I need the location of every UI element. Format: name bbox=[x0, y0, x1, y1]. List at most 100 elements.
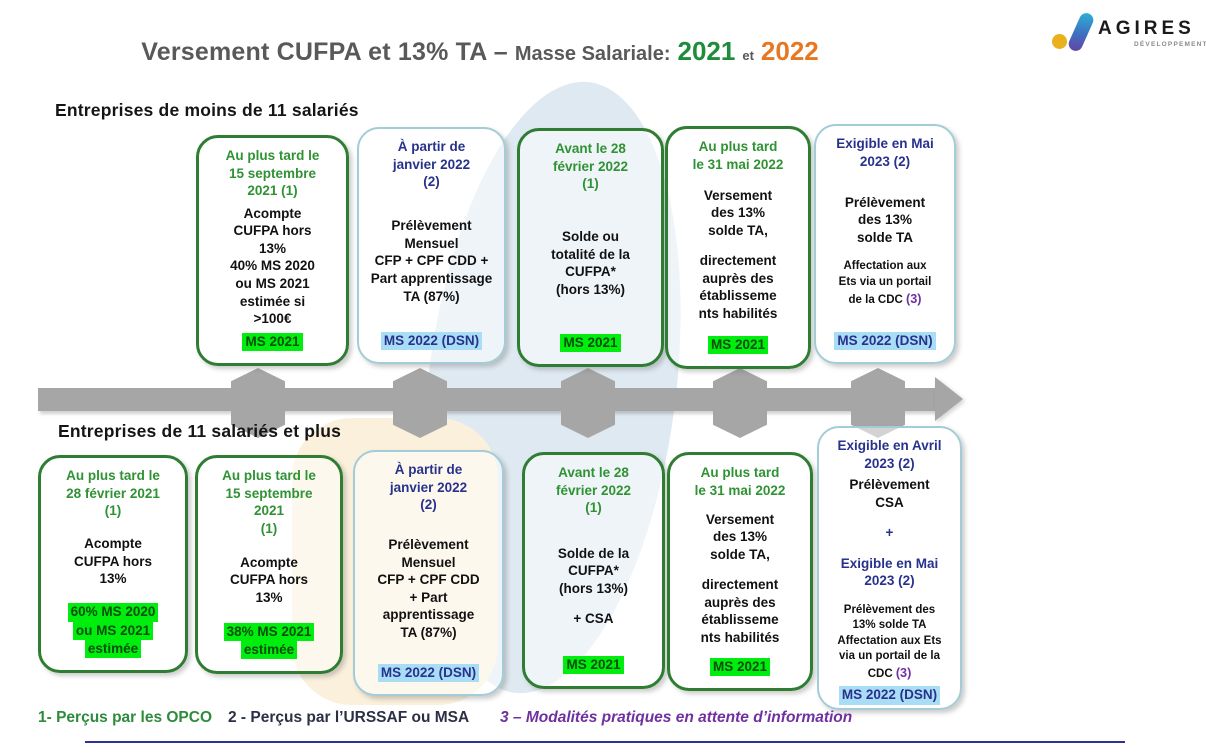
card-text-block: Solde de la CUFPA* (hors 13%) bbox=[557, 545, 630, 596]
card-body: Prélèvement CSA + Exigible en Mai 2023 (2)… bbox=[817, 472, 962, 686]
footnote-reference: (3) bbox=[906, 291, 922, 306]
card-body: Acompte CUFPA hors 13% bbox=[39, 520, 187, 604]
section-heading-11-plus: Entreprises de 11 salariés et plus bbox=[58, 421, 342, 441]
card-text-block: Prélèvement Mensuel CFP + CPF CDD + Part… bbox=[370, 218, 493, 304]
agires-logo: AGIRES DÉVELOPPEMENT bbox=[1046, 8, 1206, 58]
card-body: Versement des 13% solde TA, directement a… bbox=[668, 499, 812, 658]
card-deadline-header: Au plus tard le 31 mai 2022 bbox=[692, 139, 784, 172]
card-deadline-header: Avant le 28 février 2022 (1) bbox=[555, 465, 632, 516]
card-deadline-header: À partir de janvier 2022 (2) bbox=[392, 139, 471, 190]
title-main: Versement CUFPA et 13% TA – bbox=[141, 38, 508, 66]
timeline-connector bbox=[561, 368, 615, 438]
card-body: Prélèvement des 13% solde TA Affectation … bbox=[814, 170, 956, 332]
timeline-connector bbox=[393, 368, 447, 438]
card-text-block: directement auprès des établisseme nts h… bbox=[698, 253, 778, 321]
ms-badge-line: MS 2021 bbox=[560, 333, 621, 352]
ms-badge: MS 2021 bbox=[707, 335, 769, 354]
card-under11-5: Exigible en Mai 2023 (2)Prélèvement des … bbox=[814, 124, 956, 364]
ms-badge-line: estimée bbox=[240, 640, 298, 659]
bottom-divider bbox=[85, 741, 1125, 743]
ms-badge-line: 60% MS 2020 bbox=[67, 603, 159, 622]
card-under11-2: À partir de janvier 2022 (2) Prélèvement … bbox=[357, 127, 506, 364]
logo-swoosh-icon bbox=[1066, 10, 1096, 54]
ms-badge-line: MS 2021 bbox=[709, 657, 771, 676]
card-deadline-header: Au plus tard le 31 mai 2022 bbox=[694, 465, 786, 498]
footnote-urssaf: 2 - Perçus par l’URSSAF ou MSA bbox=[228, 709, 470, 726]
ms-badge-line: MS 2021 bbox=[242, 332, 303, 351]
card-text-block: Versement des 13% solde TA, bbox=[705, 511, 775, 562]
card-text-block: Prélèvement Mensuel CFP + CPF CDD + Part… bbox=[377, 537, 480, 640]
ms-badge-line: estimée bbox=[84, 639, 142, 658]
card-text-block: Affectation aux Ets via un portail de la… bbox=[838, 260, 932, 306]
page-title: Versement CUFPA et 13% TA – Masse Salari… bbox=[90, 36, 870, 67]
card-text-block: + CSA bbox=[573, 611, 614, 627]
card-text-block: + bbox=[885, 525, 894, 541]
ms-badge-line: 38% MS 2021 bbox=[223, 622, 315, 641]
ms-badge: MS 2022 (DSN) bbox=[838, 686, 941, 705]
card-body: Solde de la CUFPA* (hors 13%) + CSA bbox=[523, 517, 664, 656]
card-text-block: Acompte CUFPA hors 13% bbox=[73, 536, 152, 587]
card-deadline-header: Au plus tard le 15 septembre 2021 (1) bbox=[222, 468, 316, 536]
ms-badge-line: MS 2022 (DSN) bbox=[834, 331, 936, 350]
card-text-block: Exigible en Mai 2023 (2) bbox=[840, 555, 939, 589]
ms-badge-line: MS 2021 bbox=[563, 655, 624, 674]
card-body: Acompte CUFPA hors 13% 40% MS 2020 ou MS… bbox=[197, 200, 348, 333]
ms-badge-line: MS 2022 (DSN) bbox=[380, 331, 483, 350]
card-text-block: Versement des 13% solde TA, bbox=[703, 187, 773, 238]
card-under11-1: Au plus tard le 15 septembre 2021 (1) Aco… bbox=[196, 135, 349, 366]
card-under11-3: Avant le 28 février 2022 (1) Solde ou tot… bbox=[517, 128, 664, 367]
title-year-2021: 2021 bbox=[677, 36, 736, 66]
timeline-bar bbox=[38, 388, 935, 411]
card-text-block: directement auprès des établisseme nts h… bbox=[700, 577, 780, 645]
card-body: Versement des 13% solde TA, directement a… bbox=[666, 173, 810, 336]
logo-name: AGIRES bbox=[1098, 18, 1195, 39]
title-et: et bbox=[742, 48, 754, 63]
card-body: Solde ou totalité de la CUFPA* (hors 13%… bbox=[518, 193, 663, 334]
timeline-connector bbox=[231, 368, 285, 438]
timeline-arrowhead-icon bbox=[935, 377, 963, 421]
card-text-block: Solde ou totalité de la CUFPA* (hors 13%… bbox=[551, 229, 630, 297]
card-deadline-header: Exigible en Avril 2023 (2) bbox=[837, 438, 942, 471]
ms-badge: MS 2022 (DSN) bbox=[380, 331, 483, 350]
ms-badge-line: MS 2021 bbox=[707, 335, 769, 354]
logo-tagline: DÉVELOPPEMENT bbox=[1134, 41, 1206, 48]
ms-badge: MS 2021 bbox=[709, 657, 771, 676]
card-11plus-4: Avant le 28 février 2022 (1)Solde de la … bbox=[522, 452, 665, 689]
timeline-connector bbox=[713, 368, 767, 438]
ms-badge: MS 2021 bbox=[560, 333, 621, 352]
card-deadline-header: Avant le 28 février 2022 (1) bbox=[552, 141, 629, 192]
card-11plus-3: À partir de janvier 2022 (2) Prélèvement … bbox=[353, 450, 504, 696]
logo-dot-icon bbox=[1052, 34, 1067, 49]
card-deadline-header: À partir de janvier 2022 (2) bbox=[389, 462, 468, 513]
section-heading-under-11: Entreprises de moins de 11 salariés bbox=[55, 100, 359, 120]
card-body: Prélèvement Mensuel CFP + CPF CDD + Part… bbox=[357, 191, 506, 332]
card-body: Prélèvement Mensuel CFP + CPF CDD + Part… bbox=[353, 514, 504, 664]
card-11plus-2: Au plus tard le 15 septembre 2021 (1) Aco… bbox=[195, 455, 343, 674]
card-deadline-header: Exigible en Mai 2023 (2) bbox=[836, 136, 934, 169]
card-body: Acompte CUFPA hors 13% bbox=[196, 537, 342, 622]
card-text-block: Prélèvement CSA bbox=[849, 477, 930, 510]
ms-badge-line: ou MS 2021 bbox=[72, 621, 154, 640]
ms-badge: MS 2021 bbox=[563, 655, 624, 674]
footnote-modalites: 3 – Modalités pratiques en attente d’inf… bbox=[500, 709, 853, 726]
card-deadline-header: Au plus tard le 28 février 2021 (1) bbox=[66, 468, 160, 519]
ms-badge: MS 2022 (DSN) bbox=[834, 331, 936, 350]
card-text-block: Prélèvement des 13% solde TA Affectation… bbox=[837, 603, 942, 680]
card-text-block: Acompte CUFPA hors 13% bbox=[229, 554, 308, 605]
card-11plus-6: Exigible en Avril 2023 (2)Prélèvement CS… bbox=[817, 426, 962, 710]
ms-badge: MS 2022 (DSN) bbox=[377, 663, 480, 682]
ms-badge: MS 2021 bbox=[242, 332, 303, 351]
card-text-block: Prélèvement des 13% solde TA bbox=[844, 194, 926, 245]
card-text-block: Acompte CUFPA hors 13% 40% MS 2020 ou MS… bbox=[230, 205, 315, 327]
card-11plus-1: Au plus tard le 28 février 2021 (1) Acomp… bbox=[38, 455, 188, 673]
footnote-opco: 1- Perçus par les OPCO bbox=[38, 709, 213, 726]
title-year-2022: 2022 bbox=[760, 36, 819, 66]
title-subtitle: Masse Salariale: bbox=[514, 43, 671, 65]
ms-badge-line: MS 2022 (DSN) bbox=[838, 686, 941, 705]
card-deadline-header: Au plus tard le 15 septembre 2021 (1) bbox=[225, 148, 320, 199]
